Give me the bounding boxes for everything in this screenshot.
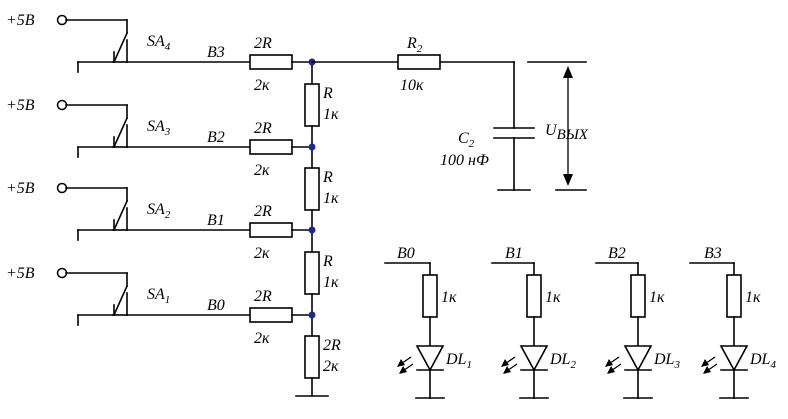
resistor-icon — [630, 274, 646, 318]
supply-terminal-icon — [56, 267, 68, 279]
junction-dot — [308, 311, 316, 319]
supply-terminal-icon — [56, 14, 68, 26]
resistor-value: 1к — [323, 274, 339, 291]
resistor-icon — [304, 167, 320, 211]
switch-label: SA4 — [147, 33, 171, 53]
indicator-1: B1 1к DL2 — [491, 245, 576, 399]
switch-label: SA3 — [147, 118, 171, 138]
resistor-name: R — [322, 85, 333, 102]
supply-terminal-icon — [56, 182, 68, 194]
bit-label: B0 — [207, 297, 225, 314]
led-label: DL2 — [549, 351, 576, 371]
capacitor-value: 100 нФ — [440, 152, 489, 169]
switch-label: SA1 — [147, 286, 170, 306]
led-label: DL1 — [445, 351, 472, 371]
resistor-value: 2к — [254, 162, 270, 179]
resistor-name: 2R — [254, 35, 272, 52]
resistor-icon — [249, 139, 293, 155]
resistor-value: 1к — [545, 289, 561, 306]
output-voltage-label: UВЫХ — [545, 122, 589, 143]
supply-label: +5B — [6, 265, 35, 282]
output-filter: R2 10к C2 100 нФ UВЫХ — [311, 35, 589, 191]
switch-row-1: +5B SA1 B0 — [6, 265, 251, 326]
indicator-bit: B3 — [704, 245, 722, 262]
resistor-value: 1к — [323, 190, 339, 207]
resistor-icon — [249, 307, 293, 323]
resistor-icon — [726, 274, 742, 318]
led-label: DL4 — [749, 351, 776, 371]
resistor-icon — [422, 274, 438, 318]
indicator-bit: B1 — [505, 245, 523, 262]
indicator-2: B2 1к DL3 — [595, 245, 680, 399]
ladder: R 1к R 1к R 1к 2R 2к — [295, 58, 341, 397]
resistor-icon — [249, 54, 293, 70]
indicator-bit: B0 — [397, 245, 415, 262]
led-icon — [519, 345, 549, 372]
junction-dot — [308, 226, 316, 234]
led-icon — [623, 345, 653, 372]
led-label: DL3 — [653, 351, 680, 371]
resistor-value: 1к — [649, 289, 665, 306]
supply-terminal-icon — [56, 99, 68, 111]
resistor-name: R — [322, 253, 333, 270]
resistor-icon — [397, 54, 441, 70]
indicator-bit: B2 — [608, 245, 626, 262]
led-icon — [415, 345, 445, 372]
switch-label: SA2 — [147, 201, 171, 221]
bit-label: B3 — [207, 44, 225, 61]
bit-label: B2 — [207, 129, 225, 146]
led-icon — [719, 345, 749, 372]
supply-label: +5B — [6, 12, 35, 29]
switch-row-3: +5B SA3 B2 — [6, 97, 251, 158]
switch-row-4: +5B SA4 B3 — [6, 12, 251, 73]
resistor-value: 10к — [400, 77, 424, 94]
resistor-icon — [526, 274, 542, 318]
resistor-value: 2к — [323, 358, 339, 375]
junction-dot — [308, 143, 316, 151]
resistor-name: 2R — [254, 288, 272, 305]
resistor-value: 2к — [254, 77, 270, 94]
branch-resistors: 2R 2к 2R 2к 2R 2к 2R 2к — [249, 35, 313, 347]
resistor-name: 2R — [254, 120, 272, 137]
resistor-value: 2к — [254, 330, 270, 347]
resistor-value: 1к — [745, 289, 761, 306]
resistor-name: R — [322, 169, 333, 186]
resistor-icon — [304, 251, 320, 295]
supply-label: +5B — [6, 97, 35, 114]
resistor-icon — [304, 83, 320, 127]
switch-row-2: +5B SA2 B1 — [6, 180, 251, 241]
resistor-icon — [249, 222, 293, 238]
indicator-3: B3 1к DL4 — [689, 245, 776, 399]
supply-label: +5B — [6, 180, 35, 197]
resistor-value: 2к — [254, 245, 270, 262]
resistor-name: 2R — [323, 337, 341, 354]
capacitor-name: C2 — [458, 130, 475, 150]
bit-label: B1 — [207, 212, 225, 229]
indicator-0: B0 1к DL1 — [384, 245, 472, 399]
resistor-icon — [304, 335, 320, 379]
resistor-value: 1к — [441, 289, 457, 306]
resistor-value: 1к — [323, 106, 339, 123]
resistor-name: 2R — [254, 203, 272, 220]
filter-resistor-name: R2 — [406, 35, 423, 55]
